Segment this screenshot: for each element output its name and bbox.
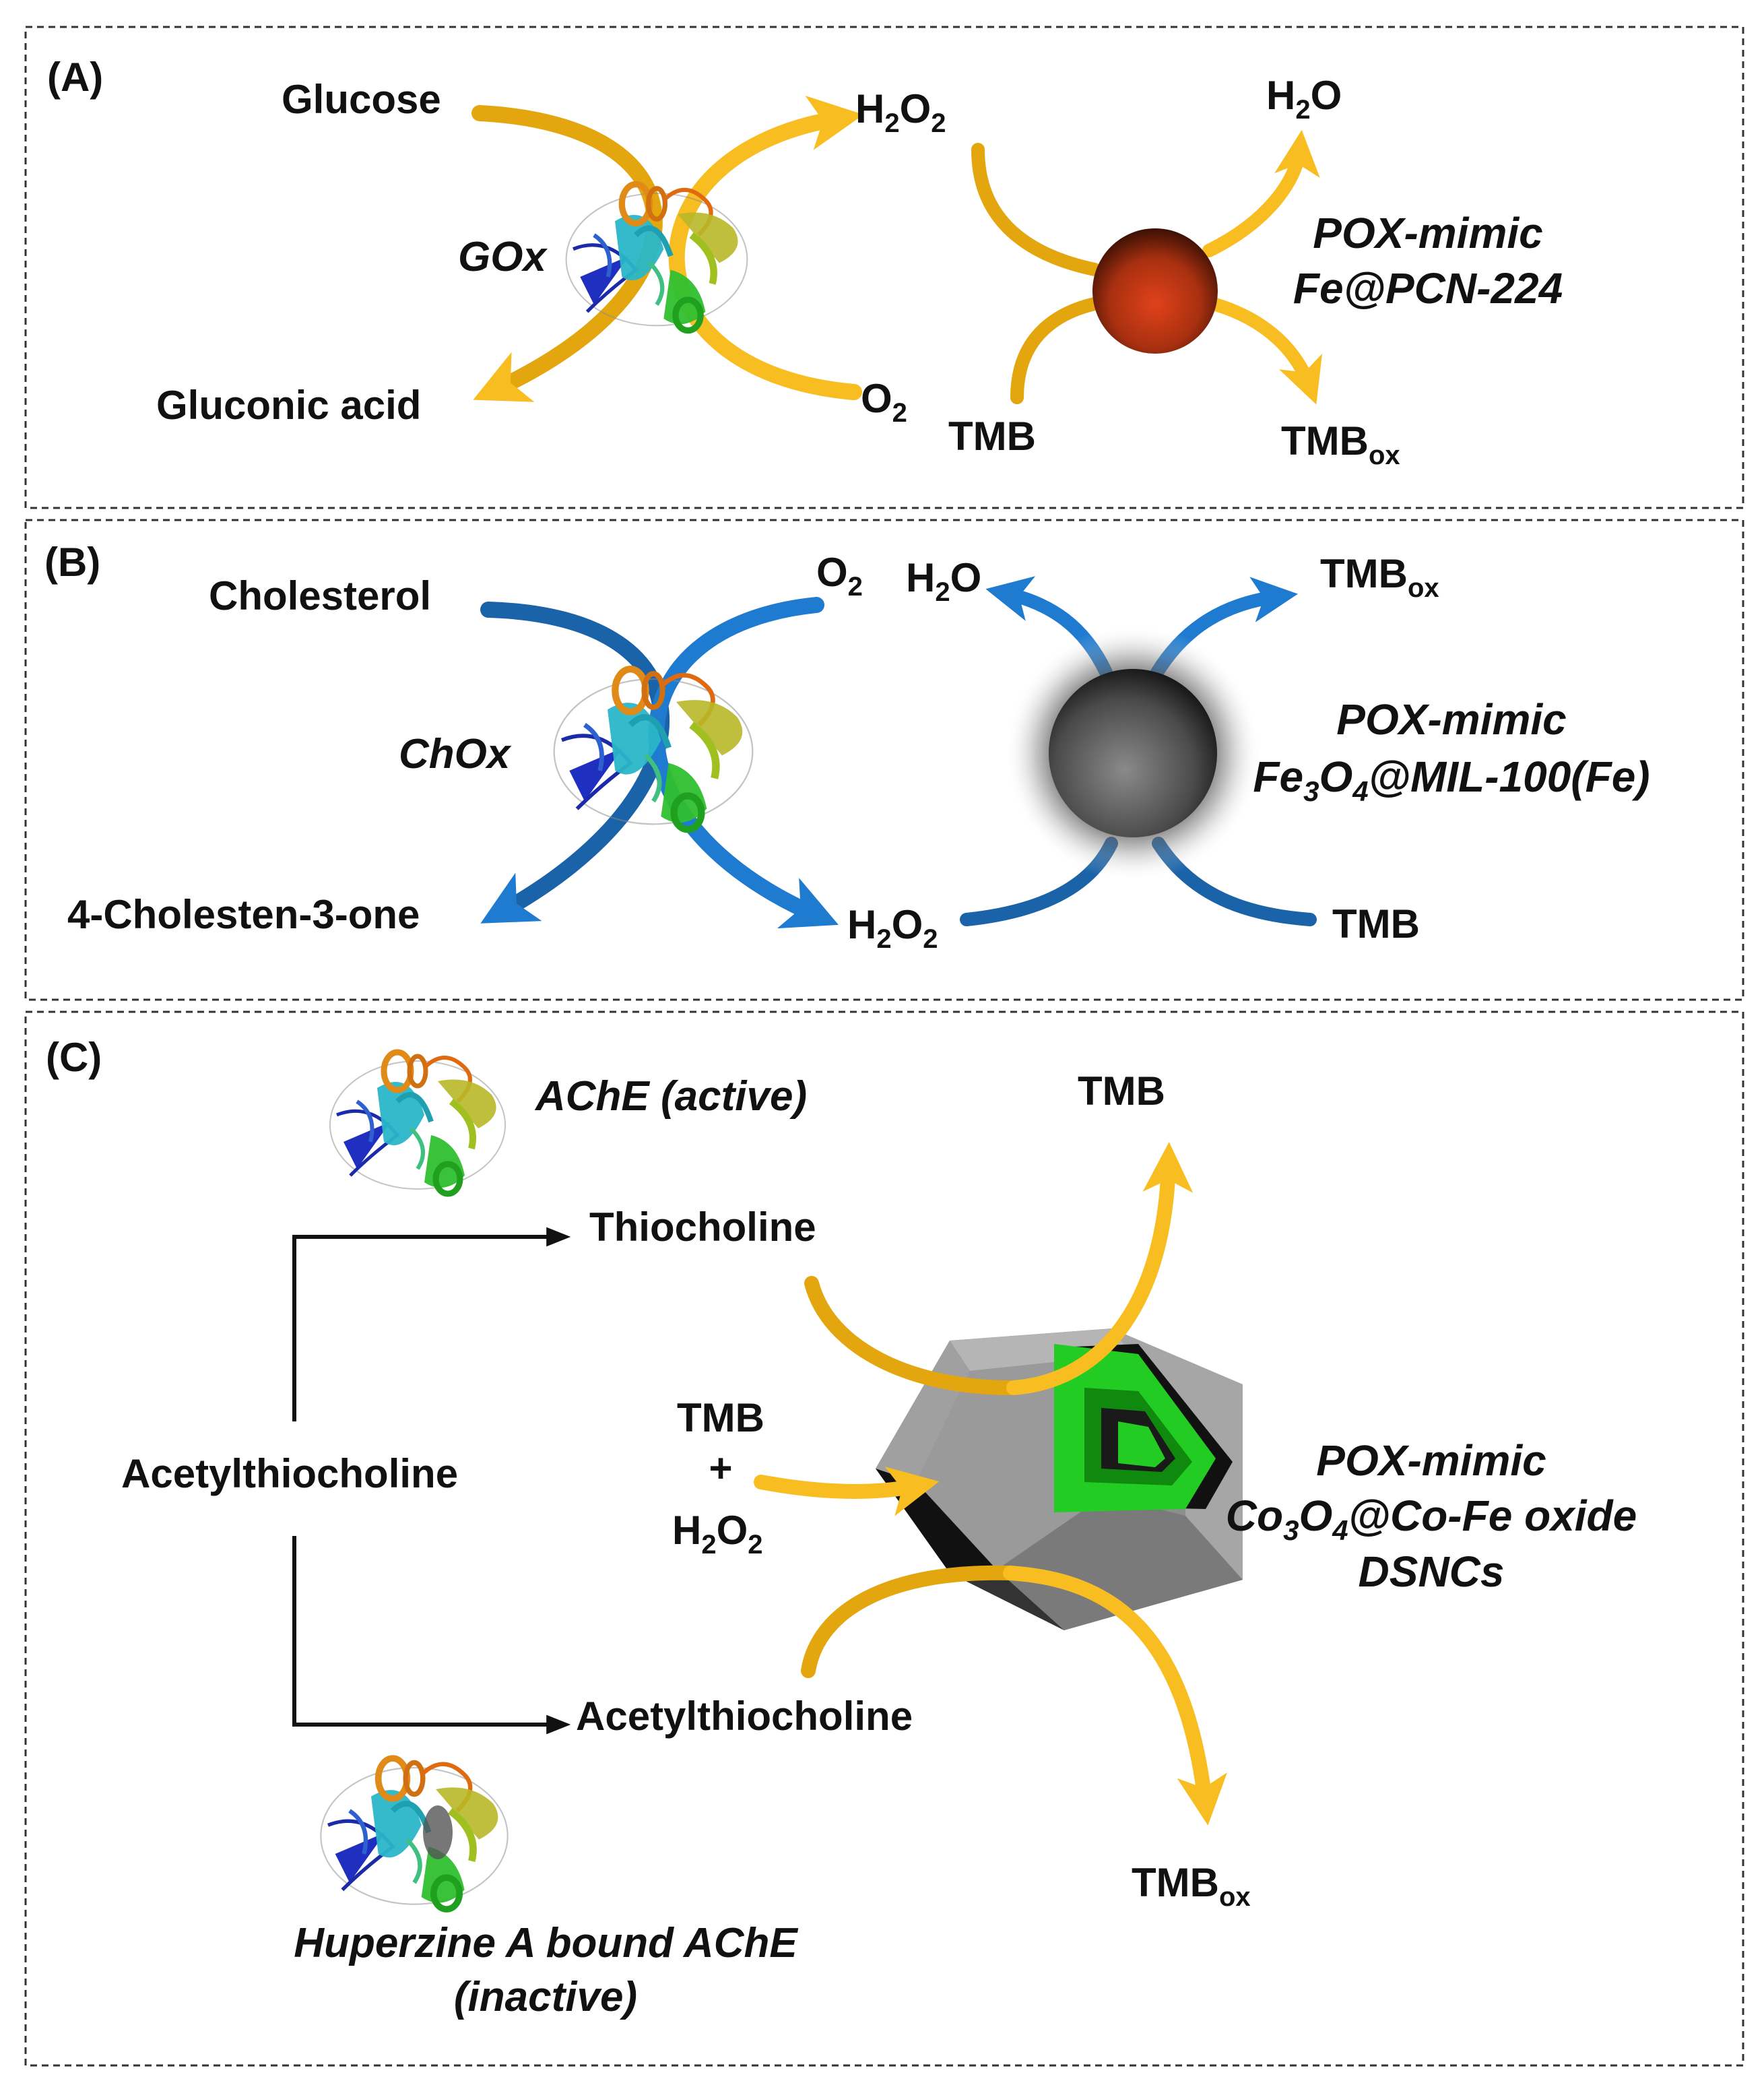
- h2o-label-a: H2O: [1266, 73, 1342, 125]
- thiocholine-to-cage-arrow: [804, 1276, 1018, 1395]
- acetylthiocholine-product-label: Acetylthiocholine: [576, 1694, 913, 1739]
- tmb-top-label: TMB: [1078, 1068, 1165, 1114]
- tmb-label-a: TMB: [948, 414, 1036, 459]
- tmb-h2o2-to-cage-arrow: [754, 1467, 940, 1516]
- huperzine-label-line2: (inactive): [454, 1974, 637, 2020]
- ache-active-label: AChE (active): [534, 1073, 807, 1120]
- huperzine-inhibitor-icon: [423, 1805, 453, 1859]
- fe3o4-mil-label: Fe3O4@MIL-100(Fe): [1253, 752, 1649, 807]
- ache-active-protein-icon: [330, 1052, 505, 1194]
- inactive-pathway-arrow: [292, 1536, 571, 1735]
- active-pathway-arrow: [292, 1227, 571, 1421]
- pox-mimic-label-c: POX-mimic: [1316, 1436, 1546, 1485]
- h2o2-label-a: H2O2: [855, 86, 946, 138]
- gluconic-acid-label: Gluconic acid: [156, 383, 421, 428]
- co3o4-label: Co3O4@Co-Fe oxide: [1226, 1491, 1637, 1546]
- h2o2-to-particle-arrow: [971, 143, 1101, 276]
- huperzine-ache-protein-icon: [321, 1758, 507, 1909]
- panel-b-border: [24, 519, 1744, 1001]
- panel-a-border: [24, 26, 1744, 509]
- h2o2-input-label: H2O2: [672, 1508, 763, 1560]
- panel-c-border: [24, 1010, 1744, 2067]
- tmb-label-b: TMB: [1332, 901, 1420, 946]
- particle-to-tmbox-arrow: [1209, 298, 1322, 405]
- acetylthiocholine-substrate-label: Acetylthiocholine: [121, 1451, 458, 1496]
- cage-to-tmb-arrow: [1006, 1142, 1194, 1395]
- pox-mimic-label-b: POX-mimic: [1336, 695, 1566, 744]
- thiocholine-label: Thiocholine: [589, 1205, 816, 1250]
- o2-label-a: O2: [861, 376, 907, 428]
- tmbox-label-a: TMBox: [1281, 418, 1400, 470]
- o2-to-h2o2-arrow-b: [648, 597, 839, 929]
- acetylthiocholine-to-cage-arrow: [801, 1565, 1018, 1678]
- fe-pcn-label: Fe@PCN-224: [1293, 264, 1563, 313]
- h2o2-label-b: H2O2: [847, 902, 938, 954]
- co3o4-nanocage-icon: [876, 1328, 1243, 1630]
- panel-b-label: (B): [44, 540, 100, 585]
- fe-pcn-particle: [1092, 228, 1218, 354]
- cholestenone-label: 4-Cholesten-3-one: [67, 892, 420, 937]
- tmb-to-particle-arrow: [1010, 295, 1111, 404]
- glucose-label: Glucose: [282, 77, 441, 122]
- o2-label-b: O2: [816, 550, 863, 602]
- gox-label: GOx: [458, 234, 548, 280]
- fe3o4-mil-particle: [1049, 669, 1217, 837]
- tmb-input-label: TMB: [677, 1395, 764, 1440]
- plus-sign-label: +: [709, 1446, 732, 1491]
- dsncs-label: DSNCs: [1359, 1547, 1505, 1596]
- tmbox-label-b: TMBox: [1320, 551, 1439, 603]
- panel-a-label: (A): [47, 55, 103, 100]
- tmbox-label-c: TMBox: [1132, 1860, 1251, 1912]
- cage-to-tmbox-arrow: [1003, 1566, 1227, 1826]
- huperzine-label-line1: Huperzine A bound AChE: [294, 1920, 798, 1966]
- particle-to-h2o-arrow: [1202, 129, 1320, 257]
- chox-label: ChOx: [399, 731, 512, 777]
- cholesterol-label: Cholesterol: [209, 573, 431, 618]
- o2-to-h2o2-arrow: [668, 96, 864, 400]
- pox-mimic-label-a: POX-mimic: [1313, 209, 1542, 257]
- panel-c-label: (C): [46, 1035, 102, 1080]
- h2o-label-b: H2O: [906, 555, 981, 607]
